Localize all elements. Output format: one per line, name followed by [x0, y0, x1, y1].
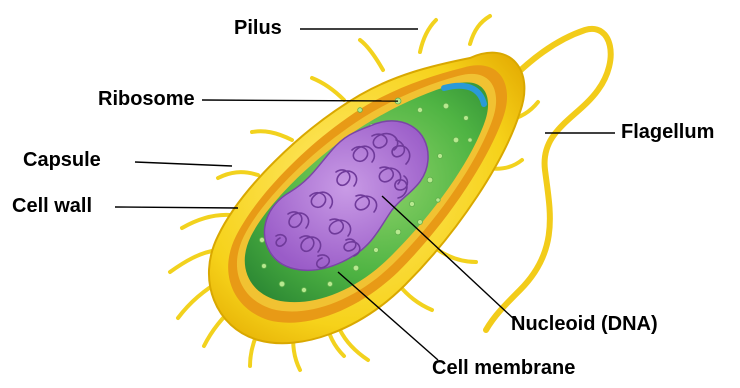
label-pilus: Pilus	[234, 18, 282, 38]
label-cell-membrane: Cell membrane	[432, 358, 575, 378]
leader-cell-wall	[115, 207, 238, 208]
label-cell-wall: Cell wall	[12, 196, 92, 216]
label-nucleoid: Nucleoid (DNA)	[511, 314, 658, 334]
label-ribosome: Ribosome	[98, 89, 195, 109]
label-capsule: Capsule	[23, 150, 101, 170]
leader-ribosome	[202, 100, 398, 101]
label-flagellum: Flagellum	[621, 122, 714, 142]
leader-capsule	[135, 162, 232, 166]
